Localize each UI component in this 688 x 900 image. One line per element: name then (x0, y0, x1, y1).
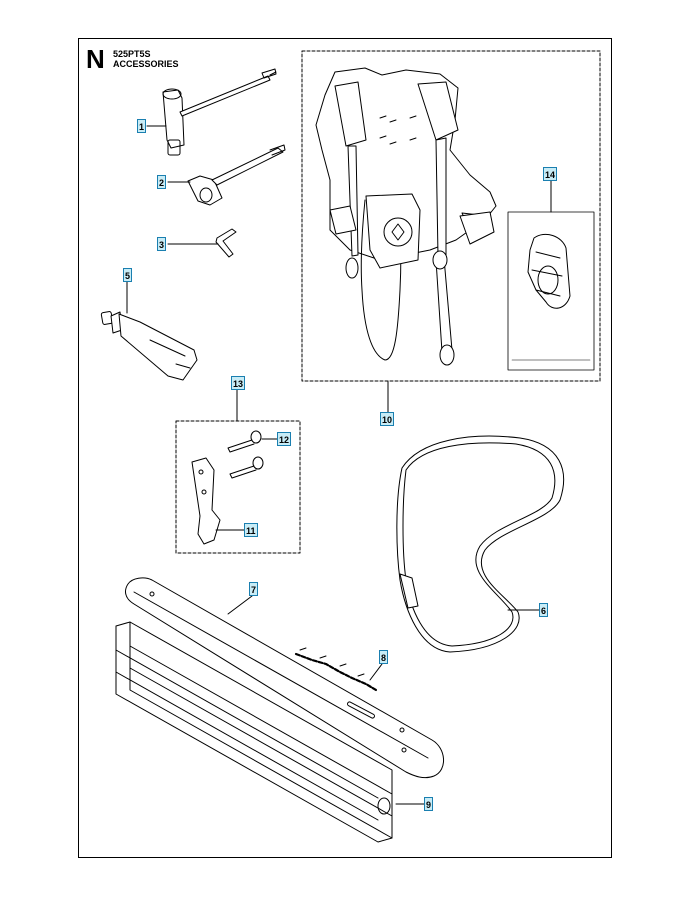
strap-icon (396, 435, 565, 653)
callout-5[interactable]: 5 (123, 268, 133, 282)
callout-6[interactable]: 6 (539, 603, 549, 617)
bar-cover-icon (115, 621, 393, 843)
callout-10[interactable]: 10 (380, 412, 395, 426)
hook-kit-box (175, 420, 301, 554)
callout-13[interactable]: 13 (231, 376, 246, 390)
socket-wrench-icon (162, 68, 277, 156)
callout-3[interactable]: 3 (157, 237, 167, 251)
hook-icon (191, 457, 221, 545)
hex-key-icon (215, 228, 237, 258)
diagram-frame (78, 38, 612, 858)
chain-icon (294, 647, 378, 692)
clip-icon (527, 233, 571, 309)
callout-11[interactable]: 11 (244, 523, 258, 537)
model-code: 525PT5S (113, 49, 151, 59)
grease-tube-icon (100, 311, 198, 381)
callout-1[interactable]: 1 (137, 119, 147, 133)
callout-9[interactable]: 9 (424, 797, 434, 811)
screw-icon (227, 430, 264, 479)
callout-2[interactable]: 2 (157, 175, 167, 189)
spark-plug-wrench-icon (187, 144, 286, 206)
callout-14[interactable]: 14 (543, 167, 558, 181)
harness-icon (315, 67, 497, 366)
section-letter: N (86, 44, 105, 74)
callout-8[interactable]: 8 (379, 650, 389, 664)
harness-group-box (301, 50, 601, 382)
section-title: ACCESSORIES (113, 59, 179, 69)
callout-7[interactable]: 7 (249, 582, 259, 596)
callout-12[interactable]: 12 (277, 432, 292, 446)
guide-bar-icon (125, 577, 444, 779)
